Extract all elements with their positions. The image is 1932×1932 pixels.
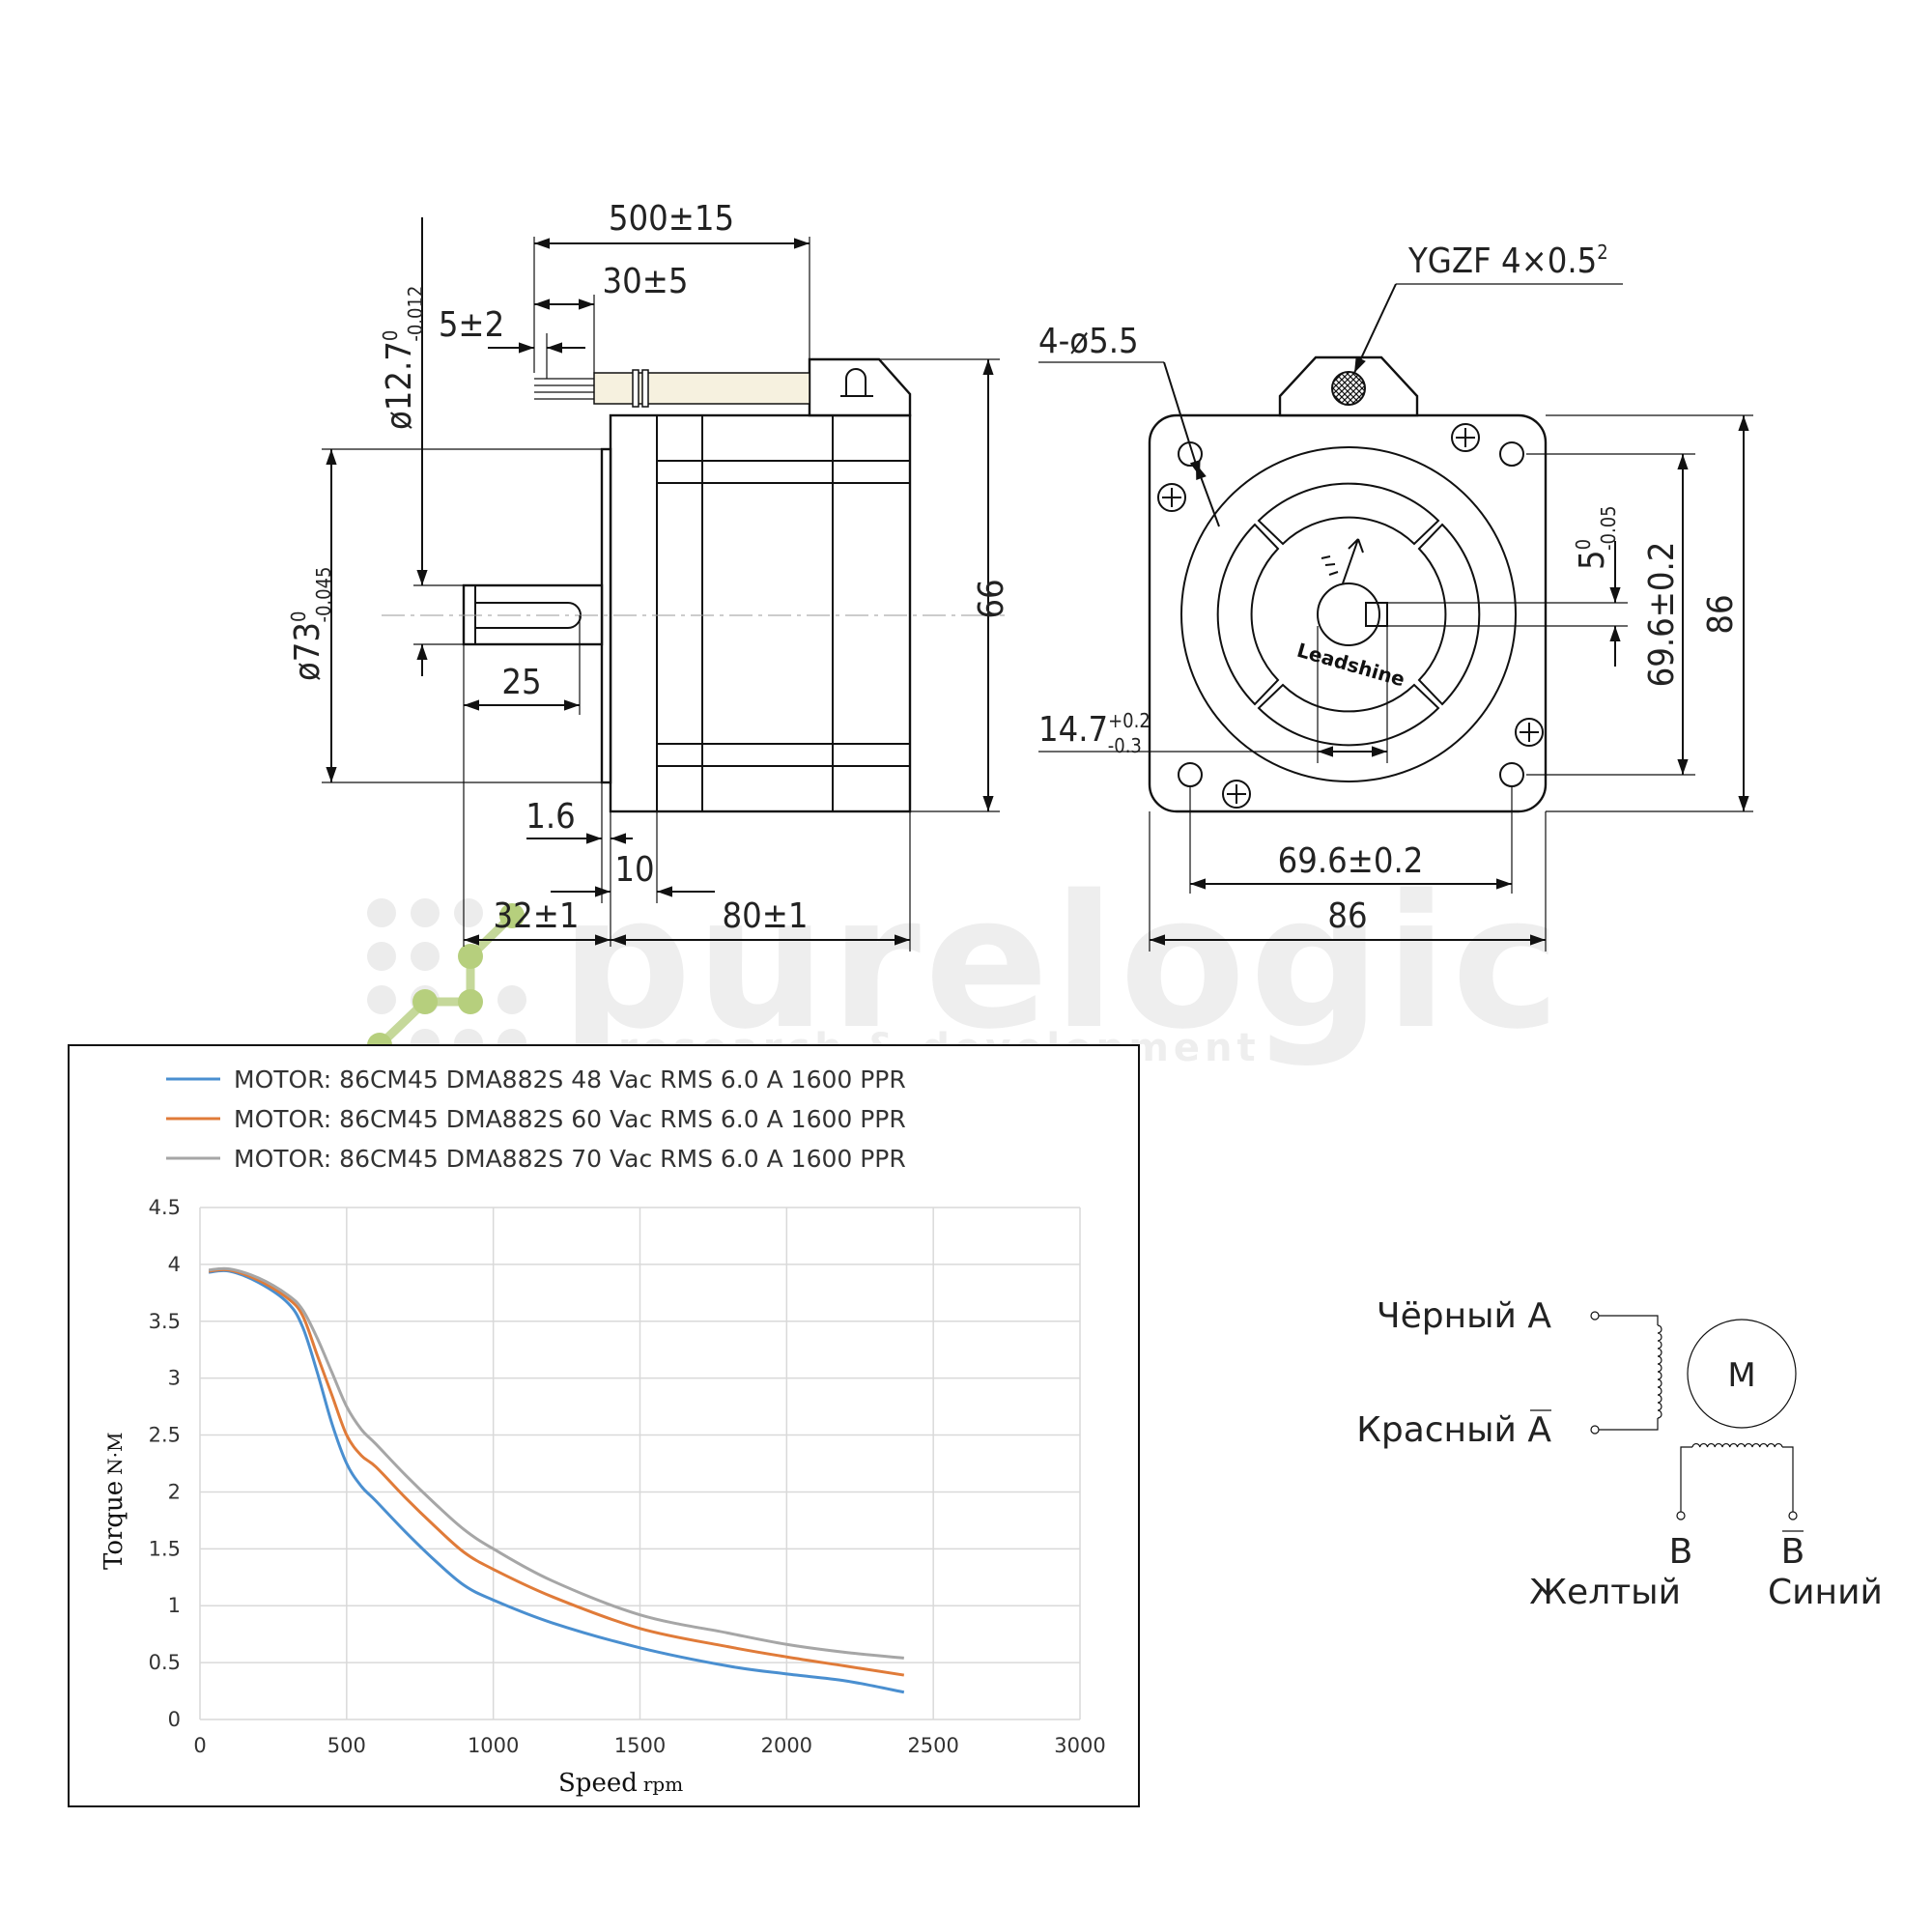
slot-bottom	[1257, 683, 1440, 747]
cable-box	[808, 357, 912, 417]
torque-chart: 0 0.5 1 1.5 2 2.5 3 3.5 4 4.5 0 500 1000 1500 2000 2500…	[68, 1044, 1140, 1807]
dim-key-length: 25	[501, 663, 541, 702]
y-tick-label: 0.5	[149, 1651, 181, 1674]
legend-label-1: MOTOR: 86CM45 DMA882S 48 Vac RMS 6.0 A 1…	[234, 1065, 906, 1094]
y-tick-label: 3	[168, 1367, 181, 1390]
x-tick-label: 3000	[1054, 1734, 1105, 1757]
legend-label-3: MOTOR: 86CM45 DMA882S 70 Vac RMS 6.0 A 1…	[234, 1145, 906, 1173]
screw-tr	[1451, 423, 1480, 452]
dim-pilot-diameter: ø730-0.045	[287, 567, 335, 681]
dim-flange-thickness: 1.6	[526, 797, 576, 837]
chart-legend: MOTOR: 86CM45 DMA882S 48 Vac RMS 6.0 A 1…	[166, 1065, 906, 1173]
terminal-a-bar	[1590, 1425, 1600, 1435]
y-tick-label: 2.5	[149, 1424, 181, 1447]
y-tick-label: 1.5	[149, 1537, 181, 1560]
slot-top	[1257, 482, 1440, 546]
series-line-1	[208, 1268, 905, 1694]
slot-right	[1417, 523, 1481, 706]
dim-flat-width: 14.7+0.2-0.3	[1038, 709, 1151, 757]
motor-body	[609, 413, 912, 813]
dim-strip-length: 30±5	[603, 262, 689, 301]
dim-key-height: 50-0.05	[1572, 505, 1620, 570]
wire-a-bar-red: Красный A	[1356, 1410, 1551, 1450]
x-tick-label: 1500	[614, 1734, 666, 1757]
x-tick-label: 500	[327, 1734, 366, 1757]
y-tick-label: 0	[168, 1708, 181, 1731]
dim-size-vertical: 86	[1701, 594, 1741, 634]
dim-hole-pitch-vertical: 69.6±0.2	[1642, 542, 1682, 688]
cable-spec: YGZF 4×0.52	[1407, 241, 1608, 281]
dim-height: 99	[969, 579, 1009, 618]
y-tick-label: 4	[168, 1253, 181, 1276]
chart-ylabel: TorqueN·M	[99, 1432, 128, 1570]
dim-mount-holes: 4-ø5.5	[1038, 322, 1139, 361]
wiring-diagram: M Чёрный A Красный A B B Желтый Синий	[1356, 1296, 1883, 1612]
terminal-b-bar	[1788, 1511, 1798, 1520]
slot-left	[1216, 523, 1280, 706]
wire-b-yellow: Желтый	[1529, 1573, 1681, 1612]
x-tick-label: 2500	[907, 1734, 958, 1757]
legend-label-2: MOTOR: 86CM45 DMA882S 60 Vac RMS 6.0 A 1…	[234, 1105, 906, 1133]
series-line-3	[208, 1266, 904, 1660]
wire-a-black: Чёрный A	[1377, 1296, 1551, 1336]
cable-sheath	[593, 372, 810, 405]
series-line-2	[208, 1267, 905, 1677]
chart-frame	[68, 1044, 1140, 1807]
dim-flange-step: 10	[614, 850, 654, 890]
front-view: Leadshine YGZF 4×0.52 4-ø5.5 50-0.05 69.…	[1038, 241, 1753, 952]
cable-entry	[1331, 371, 1366, 406]
wire-b-bar-letter: B	[1781, 1532, 1805, 1572]
shaft-end	[1317, 582, 1380, 646]
x-tick-label: 0	[193, 1734, 206, 1757]
dim-pin-length: 5±2	[439, 305, 504, 345]
screw-bl	[1222, 780, 1251, 809]
dim-body-length: 80±1	[723, 896, 809, 936]
leadshine-logo	[1321, 538, 1364, 584]
dim-shaft-diameter: ø12.70-0.012	[379, 286, 427, 430]
screw-tl	[1157, 483, 1186, 512]
motor-symbol-label: M	[1727, 1356, 1755, 1395]
chart-lines	[208, 1266, 905, 1694]
dim-cable-length: 500±15	[609, 199, 734, 239]
mount-hole-bl	[1178, 762, 1203, 787]
dim-hole-pitch-horizontal: 69.6±0.2	[1278, 841, 1424, 881]
y-tick-label: 4.5	[149, 1196, 181, 1219]
wire-b-bar-blue: Синий	[1768, 1573, 1883, 1612]
dim-size-horizontal: 86	[1327, 896, 1367, 936]
watermark-brand: purelogic	[560, 856, 1564, 1069]
purelogic-watermark: purelogic research & development	[367, 856, 1564, 1070]
coil-b	[1691, 1443, 1783, 1448]
y-tick-label: 1	[168, 1594, 181, 1617]
x-tick-label: 1000	[468, 1734, 519, 1757]
side-view: 500±15 30±5 5±2 ø12.70-0.012 ø730-0.045 …	[287, 199, 1009, 952]
wire-b-letter: B	[1669, 1532, 1693, 1572]
shaft-key-end	[1365, 602, 1388, 627]
terminal-b	[1676, 1511, 1686, 1520]
coil-a	[1657, 1324, 1662, 1419]
mount-hole-br	[1499, 762, 1524, 787]
chart-grid	[199, 1207, 1081, 1720]
purelogic-leaf-logo	[367, 903, 525, 1058]
motor-symbol	[1687, 1319, 1797, 1429]
y-tick-label: 2	[168, 1480, 181, 1503]
y-tick-label: 3.5	[149, 1310, 181, 1333]
x-tick-label: 2000	[761, 1734, 812, 1757]
chart-ticks: 0 0.5 1 1.5 2 2.5 3 3.5 4 4.5 0 500 1000 1500 2000 2500…	[149, 1196, 1106, 1757]
terminal-a	[1590, 1311, 1600, 1321]
mount-hole-tr	[1499, 441, 1524, 467]
screw-br	[1515, 718, 1544, 747]
pilot-circle	[1180, 446, 1517, 782]
dim-shaft-length: 32±1	[494, 896, 580, 936]
